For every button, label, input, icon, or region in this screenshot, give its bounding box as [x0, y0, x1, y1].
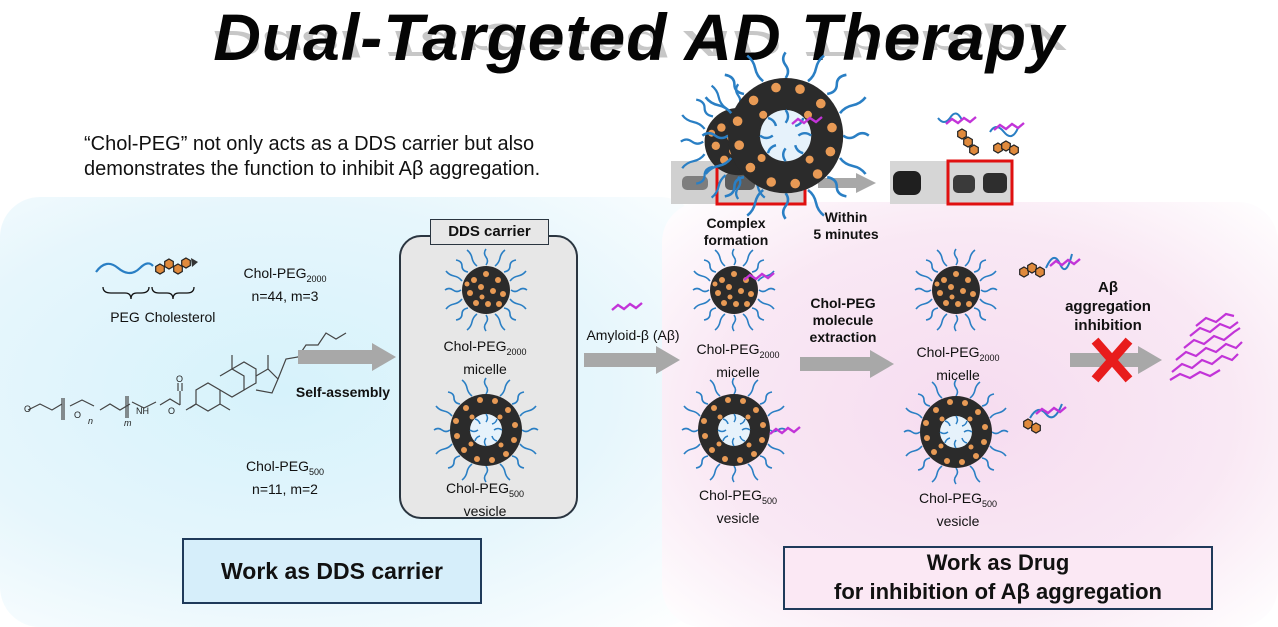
inhibition-arrow — [1070, 346, 1162, 374]
chol-peg-2000-micelle-graphic — [444, 248, 528, 332]
amyloid-arrow — [584, 346, 680, 374]
intro-line-2: demonstrates the function to inhibit Aβ … — [84, 158, 541, 180]
extracted-vesicle-label: Chol-PEG500 vesicle — [918, 490, 998, 529]
structure-m: m — [124, 418, 132, 428]
chol-peg-abeta-complex-1 — [1019, 253, 1082, 278]
complex-vesicle-label: Chol-PEG500 vesicle — [698, 487, 778, 526]
amyloid-label: Amyloid-β (Aβ) — [586, 327, 680, 343]
chol-peg-2000-label: Chol-PEG2000 n=44, m=3 — [243, 265, 327, 304]
cholesterol-label: Cholesterol — [144, 309, 216, 325]
dds-micelle-label: Chol-PEG2000 micelle — [443, 338, 527, 377]
gel-image-after — [890, 159, 1014, 206]
chol-peg-molecule-cartoon — [95, 257, 198, 300]
peg-label: PEG — [110, 309, 140, 325]
amyloid-beta-fragment — [610, 301, 644, 312]
chol-peg-500-label: Chol-PEG500 n=11, m=2 — [245, 458, 325, 497]
structure-o-2: O — [74, 410, 81, 420]
chemical-structure — [27, 332, 347, 420]
drug-summary-line-1: Work as Drug — [926, 550, 1070, 575]
intro-line-1: “Chol-PEG” not only acts as a DDS carrie… — [84, 133, 535, 155]
within-5-minutes-arrow — [818, 173, 876, 193]
intro-text: “Chol-PEG” not only acts as a DDS carrie… — [84, 132, 664, 182]
self-assembly-arrow — [298, 343, 396, 371]
complex-vesicle-graphic — [681, 377, 787, 483]
dds-carrier-header: DDS carrier — [430, 219, 549, 245]
structure-n: n — [88, 416, 93, 426]
structure-o-1: O — [24, 404, 31, 414]
dds-vesicle-label: Chol-PEG500 vesicle — [445, 480, 525, 519]
complex-micelle-label: Chol-PEG2000 micelle — [696, 341, 780, 380]
chol-peg-abeta-complex-2 — [1023, 403, 1068, 434]
extracted-micelle-label: Chol-PEG2000 micelle — [916, 344, 1000, 383]
structure-nh: NH — [136, 406, 149, 416]
chol-peg-500-vesicle-graphic — [433, 377, 539, 483]
drug-summary-line-2: for inhibition of Aβ aggregation — [834, 579, 1162, 604]
dds-carrier-summary-box: Work as DDS carrier — [182, 538, 482, 604]
extraction-arrow — [800, 350, 894, 378]
bound-amyloid-vesicle — [768, 425, 802, 436]
page-title: Dual-Targeted AD Therapy — [213, 0, 1065, 74]
complex-micelle-graphic — [692, 248, 776, 332]
extracted-micelle-graphic — [914, 248, 998, 332]
inhibition-cross-icon — [1091, 337, 1133, 383]
gel-icon-complexes — [937, 112, 1026, 156]
structure-o-4: O — [168, 406, 175, 416]
structure-o-3: O — [176, 374, 183, 384]
amyloid-aggregates — [1169, 312, 1243, 381]
extracted-vesicle-graphic — [903, 379, 1009, 485]
drug-summary-box: Work as Drug for inhibition of Aβ aggreg… — [783, 546, 1213, 610]
self-assembly-label: Self-assembly — [295, 384, 391, 400]
